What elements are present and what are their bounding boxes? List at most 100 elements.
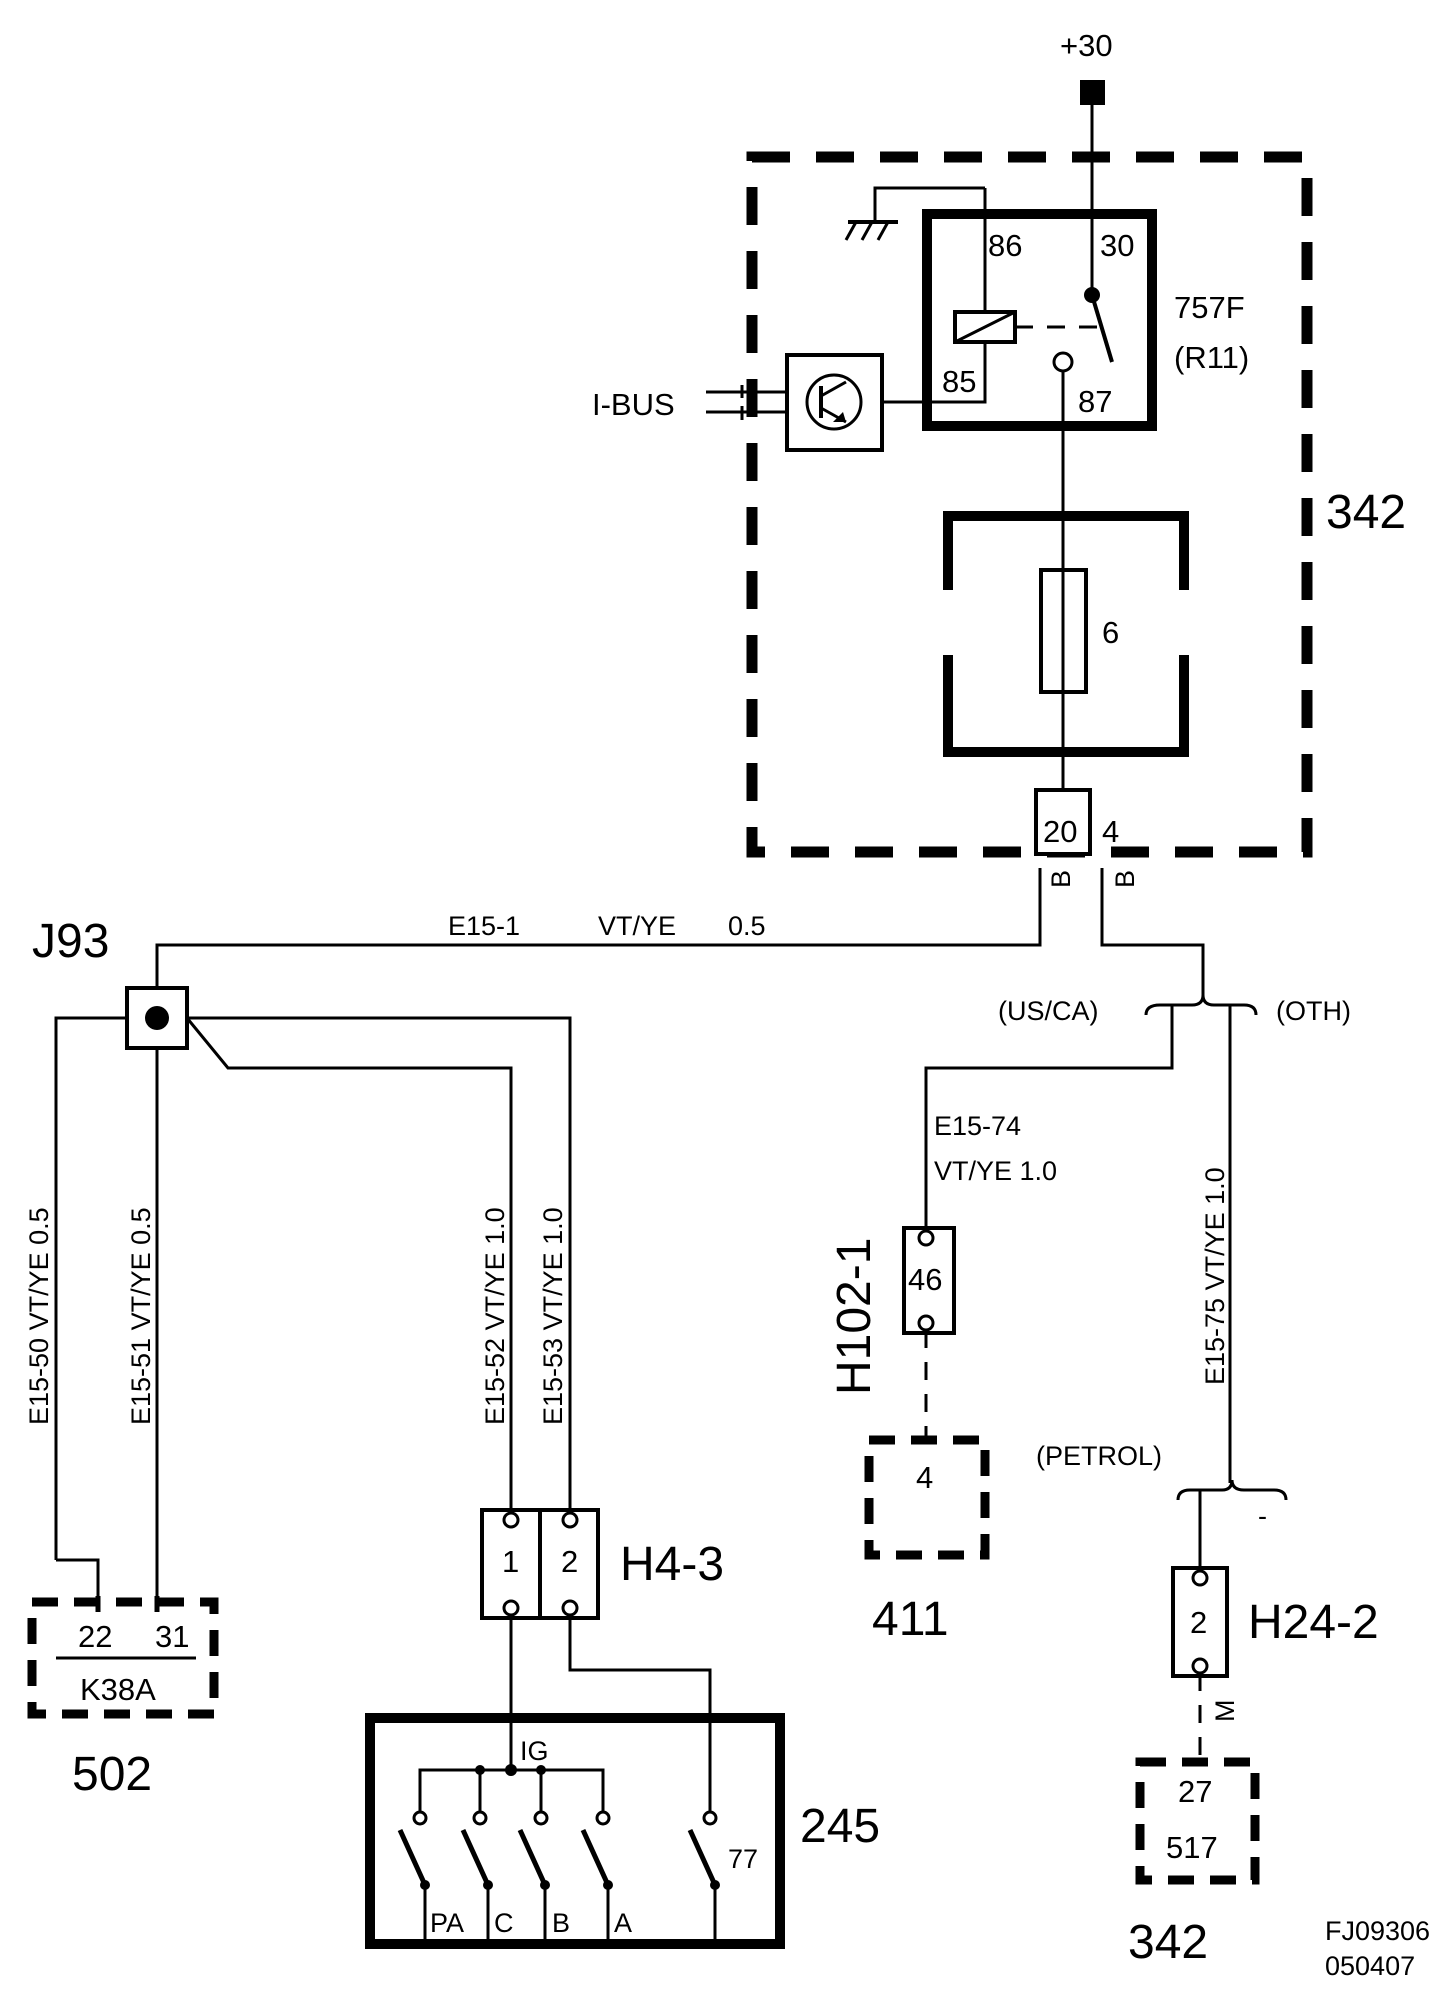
figure-code-line-1: FJ09306	[1325, 1916, 1430, 1946]
wire-e15-51-label: E15-51 VT/YE 0.5	[126, 1207, 156, 1425]
ground-icon-hatch-3	[876, 221, 890, 241]
relay-757f-box	[922, 209, 1157, 431]
connector-h4-3-name: H4-3	[620, 1538, 724, 1591]
connector-pin-20-label: 20	[1043, 814, 1077, 849]
switch-blade-pa	[397, 1828, 428, 1887]
relay-contact-87	[1052, 351, 1074, 373]
relay-pin-85: 85	[942, 364, 976, 399]
splice-name: J93	[32, 915, 109, 968]
ignition-switch-ig-bus	[418, 1768, 605, 1815]
switch-blade-77	[687, 1828, 718, 1887]
wire-e15-1-color: VT/YE	[598, 911, 676, 941]
wire-pin-4	[1100, 868, 1205, 1000]
connector-h24-2-name: H24-2	[1248, 1596, 1379, 1649]
wire-e15-50-end	[56, 1558, 100, 1602]
connector-h4-3-pin2-bottom	[561, 1599, 579, 1617]
splice-j93-node	[145, 1006, 169, 1030]
transistor-icon	[805, 373, 863, 431]
variant-bracket-top	[1144, 994, 1258, 1016]
transistor-emitter-arrow	[833, 412, 846, 422]
wire-e15-74-color-size: VT/YE 1.0	[934, 1156, 1057, 1186]
component-517-pin: 27	[1178, 1774, 1212, 1809]
variant-minus-label: -	[1258, 1501, 1267, 1531]
variant-bracket-bottom	[1176, 1479, 1288, 1501]
wire-e15-1	[155, 868, 1042, 995]
relay-name: 757F	[1174, 290, 1245, 325]
ibus-label: I-BUS	[592, 387, 675, 422]
switch-contact-c	[472, 1810, 488, 1826]
ignition-position-pa: PA	[430, 1908, 464, 1938]
connector-h4-3-pin1-top	[502, 1511, 520, 1529]
ignition-switch-ig: IG	[520, 1736, 549, 1766]
ignition-position-c: C	[494, 1908, 514, 1938]
switch-contact-a	[595, 1810, 611, 1826]
connector-h24-2-pin: 2	[1190, 1605, 1207, 1640]
unit-342-boundary	[746, 151, 1313, 858]
switch-blade-a	[580, 1828, 611, 1887]
supply-terminal	[1080, 80, 1105, 105]
relay-coil-diagonal	[954, 310, 1016, 344]
connector-h4-3-pin2-top	[561, 1511, 579, 1529]
component-411-box	[864, 1435, 990, 1560]
figure-code-line-2: 050407	[1325, 1951, 1415, 1981]
fuse-number: 6	[1102, 615, 1119, 650]
module-502-component: K38A	[80, 1672, 156, 1707]
wire-e15-53-label: E15-53 VT/YE 1.0	[538, 1207, 568, 1425]
connector-h4-3-pin1-bottom	[502, 1599, 520, 1617]
ground-wire	[873, 186, 985, 222]
connector-h102-1-pin: 46	[908, 1262, 942, 1297]
wire-e15-52-label: E15-52 VT/YE 1.0	[480, 1207, 510, 1425]
connector-b-label-2: B	[1110, 870, 1140, 888]
component-411-number: 411	[872, 1593, 949, 1646]
connector-h4-3-pin-2: 2	[561, 1544, 578, 1579]
wire-e15-75-label: E15-75 VT/YE 1.0	[1200, 1167, 1230, 1385]
ignition-pin-77: 77	[728, 1844, 758, 1874]
component-517-number-inside: 517	[1166, 1830, 1218, 1865]
component-517-box	[1135, 1757, 1260, 1885]
connector-h24-2-top-pin	[1191, 1569, 1209, 1587]
module-502-number: 502	[72, 1748, 152, 1801]
wire-e15-1-size: 0.5	[728, 911, 766, 941]
relay-pin-86: 86	[988, 228, 1022, 263]
wire-j93-to-e15-50	[54, 1016, 127, 1560]
switch-blade-c	[460, 1828, 491, 1887]
ignition-position-b: B	[552, 1908, 570, 1938]
module-502-box	[27, 1597, 219, 1719]
ground-icon-hatch-2	[860, 221, 874, 241]
wire-e15-74	[924, 1005, 1174, 1235]
switch-contact-b	[533, 1810, 549, 1826]
fuse-holder-frame	[943, 511, 1189, 590]
wire-e15-74-id: E15-74	[934, 1111, 1021, 1141]
relay-pin-87: 87	[1078, 384, 1112, 419]
connector-h24-2-ground-mark: M	[1210, 1700, 1240, 1723]
wire-j93-to-e15-53	[187, 1016, 572, 1520]
switch-contact-77	[702, 1810, 718, 1826]
connector-h102-1-top-pin	[917, 1229, 935, 1247]
module-502-pin-31: 31	[155, 1619, 189, 1654]
fuse-holder-frame-lower	[943, 655, 1189, 757]
ground-icon-hatch-1	[844, 221, 858, 241]
module-502-pin-22: 22	[78, 1619, 112, 1654]
transistor-collector	[820, 380, 847, 398]
relay-switch-arm	[1090, 294, 1114, 363]
connector-h102-1-bottom-pin	[917, 1314, 935, 1332]
component-517-number: 342	[1128, 1916, 1208, 1969]
relay-coil-85-wire	[882, 342, 987, 404]
switch-blade-b	[517, 1828, 548, 1887]
switch-contact-pa	[412, 1810, 428, 1826]
connector-h24-2-bottom-pin	[1191, 1657, 1209, 1675]
connector-b-label-1: B	[1046, 870, 1076, 888]
ig-bus-node-2	[505, 1764, 517, 1776]
supply-label: +30	[1060, 28, 1113, 63]
ignition-position-a: A	[614, 1908, 632, 1938]
wire-j93-to-e15-52	[185, 1017, 513, 1520]
component-411-pin: 4	[916, 1460, 933, 1495]
connector-h102-1-name: H102-1	[828, 1238, 881, 1395]
unit-342-number: 342	[1326, 486, 1406, 539]
wire-e15-50-label: E15-50 VT/YE 0.5	[24, 1207, 54, 1425]
connector-h4-3-pin-1: 1	[502, 1544, 519, 1579]
variant-oth-label: (OTH)	[1276, 996, 1351, 1026]
connector-pin-4-label: 4	[1102, 814, 1119, 849]
relay-position: (R11)	[1174, 340, 1249, 375]
